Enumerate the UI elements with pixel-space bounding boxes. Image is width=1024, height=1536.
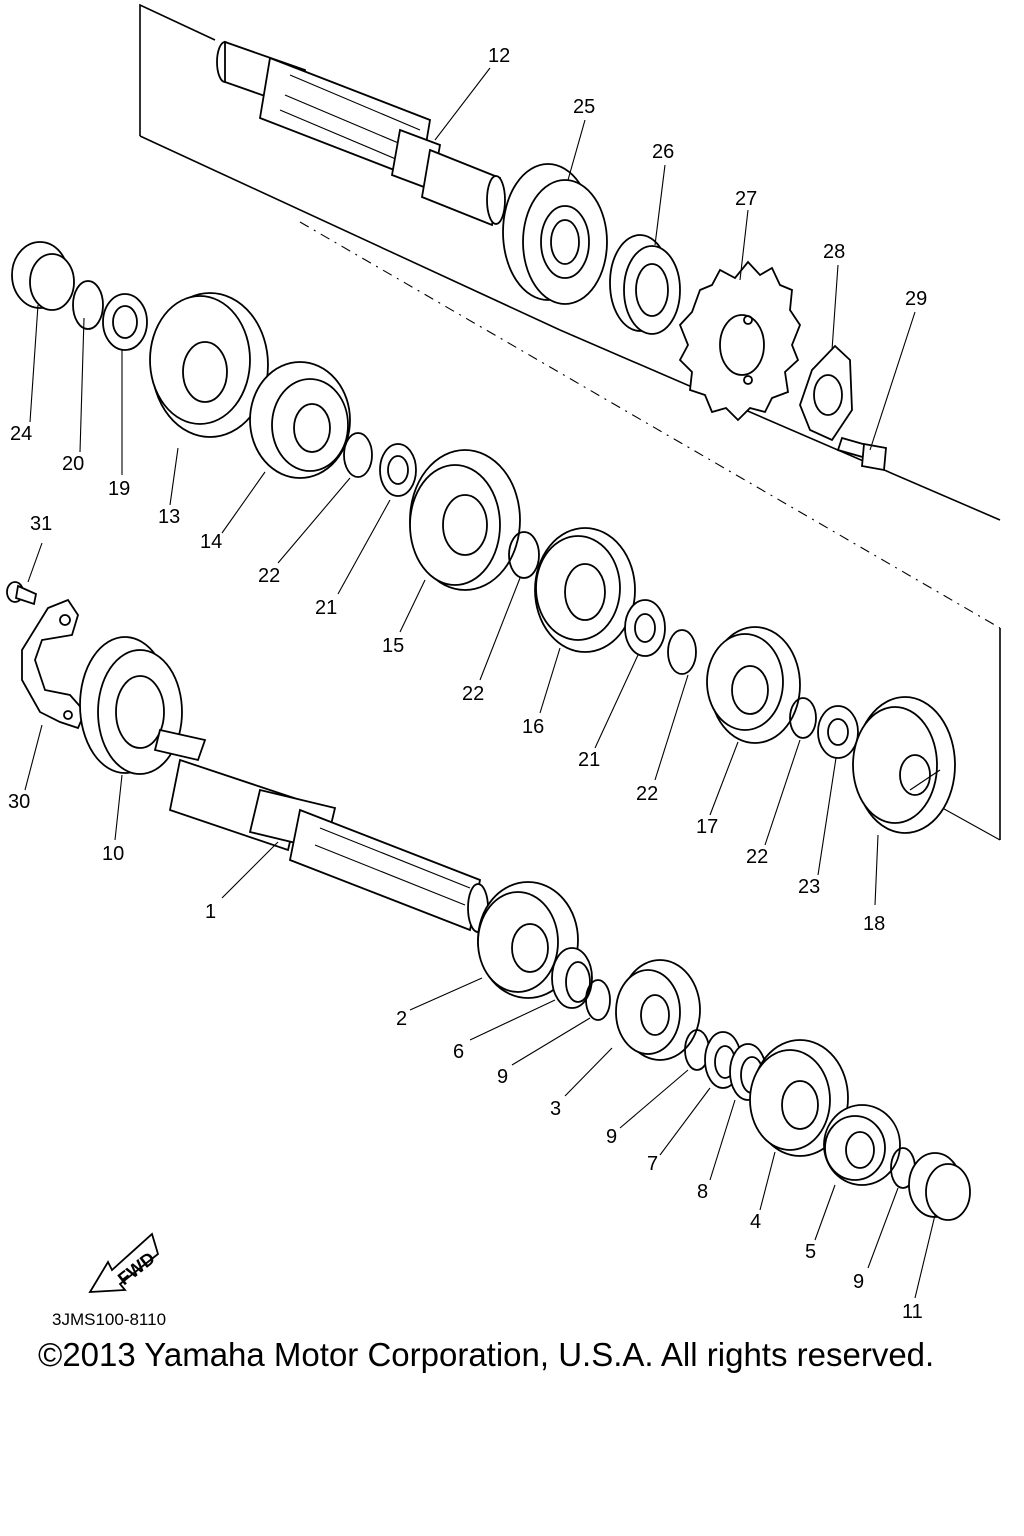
bearing-25 [502,163,608,305]
bearing-11 [908,1152,971,1221]
callout-15: 15 [382,635,404,657]
stopper-plate-30 [21,598,87,730]
callout-7: 7 [647,1153,658,1175]
axis-line [909,769,941,791]
copyright-notice: ©2013 Yamaha Motor Corporation, U.S.A. A… [38,1336,935,1373]
callout-28: 28 [823,241,845,263]
bearing-24 [11,241,75,311]
bushing-6 [551,947,593,1009]
gear-3 [615,959,701,1061]
main-shaft-12 [216,40,506,227]
callout-5: 5 [805,1241,816,1263]
screw-31 [6,581,38,606]
gear-18 [852,696,956,834]
washer-19 [102,293,148,351]
callout-6: 6 [453,1041,464,1063]
drawing-code: 3JMS100-8110 [52,1310,167,1329]
callout-9-b: 9 [606,1126,617,1148]
callout-16: 16 [522,716,544,738]
callout-3: 3 [550,1098,561,1120]
callout-30: 30 [8,791,30,813]
circlip-22a [343,432,373,478]
circlip-22c [667,629,697,675]
fwd-arrow-icon: FWD [88,1232,160,1293]
callout-11: 11 [902,1301,923,1323]
callout-31: 31 [30,513,52,535]
gear-13 [149,292,269,438]
gear-17 [706,626,801,744]
gear-5 [823,1104,901,1186]
callout-22-b: 22 [462,683,484,705]
callout-8: 8 [697,1181,708,1203]
gear-15 [409,449,521,591]
washer-23 [817,705,859,759]
callout-23: 23 [798,876,820,898]
circlip-22d [789,697,817,739]
callout-20: 20 [62,453,84,475]
callout-2: 2 [396,1008,407,1030]
gear-16 [534,527,636,653]
callout-21-a: 21 [315,597,337,619]
callout-9-c: 9 [853,1271,864,1293]
callout-1: 1 [205,901,216,923]
circlip-22b [508,531,540,579]
gear-14 [249,361,351,479]
callout-25: 25 [573,96,595,118]
gear-2 [477,881,579,999]
bolt-29 [836,436,887,472]
callout-18: 18 [863,913,885,935]
callout-21-b: 21 [578,749,600,771]
drive-axle-1 [153,728,489,933]
callout-10: 10 [102,843,124,865]
callout-24: 24 [10,423,32,445]
callout-9-a: 9 [497,1066,508,1088]
circlip-9a [585,979,611,1021]
callout-13: 13 [158,506,180,528]
oil-seal-26 [609,234,681,335]
callout-22-d: 22 [746,846,768,868]
callout-26: 26 [652,141,674,163]
circlip-20 [72,280,104,330]
lock-washer-28 [799,344,853,442]
callout-12: 12 [488,45,510,67]
gear-4 [749,1039,849,1157]
callout-17: 17 [696,816,718,838]
washer-21a [379,443,417,497]
callout-29: 29 [905,288,927,310]
drive-sprocket-27 [678,260,802,422]
callout-4: 4 [750,1211,761,1233]
callout-22-c: 22 [636,783,658,805]
callout-labels: 1 2 3 4 5 9 6 7 8 9 9 10 11 12 13 14 15 … [8,45,927,1323]
callout-14: 14 [200,531,222,553]
leader-lines [24,67,936,1299]
callout-27: 27 [735,188,757,210]
callout-19: 19 [108,478,130,500]
washer-21b [624,599,666,657]
callout-22-a: 22 [258,565,280,587]
